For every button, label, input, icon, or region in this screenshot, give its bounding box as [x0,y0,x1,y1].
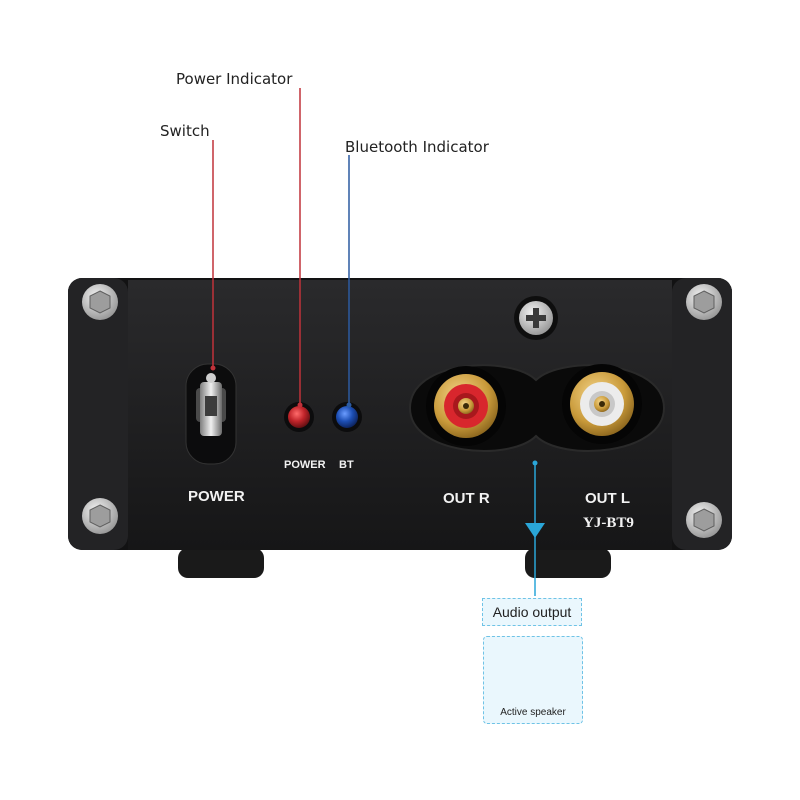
rca-out-l-jack[interactable] [562,364,642,444]
screw-top-left-icon [82,284,118,320]
left-foot [178,548,264,578]
active-speaker-box: Active speaker [483,636,583,724]
audio-output-dot [532,460,538,466]
rca-out-r-jack[interactable] [426,366,506,446]
out-l-label: OUT L [585,490,630,507]
right-foot [525,548,611,578]
power-led-icon [284,402,314,432]
audio-output-arrow-icon [525,523,545,538]
power-switch[interactable] [185,363,237,465]
power-indicator-callout-dot [297,402,303,408]
bluetooth-indicator-callout: Bluetooth Indicator [345,138,489,156]
switch-callout-dot [210,365,216,371]
audio-output-label: Audio output [492,604,572,620]
power-switch-label: POWER [188,488,245,505]
out-r-label: OUT R [443,490,490,507]
bt-led-label: BT [339,459,354,471]
bluetooth-led-icon [332,402,362,432]
screw-bottom-right-icon [686,502,722,538]
power-led-label: POWER [284,459,326,471]
audio-output-box: Audio output [482,598,582,626]
left-end-cap [68,278,128,550]
model-label: YJ-BT9 [583,515,634,531]
center-screw-icon [514,296,558,340]
bluetooth-indicator-callout-dot [346,402,352,408]
power-indicator-callout: Power Indicator [176,70,293,88]
switch-callout: Switch [160,122,210,140]
screw-bottom-left-icon [82,498,118,534]
right-end-cap [672,278,732,550]
active-speaker-label: Active speaker [500,707,566,718]
screw-top-right-icon [686,284,722,320]
